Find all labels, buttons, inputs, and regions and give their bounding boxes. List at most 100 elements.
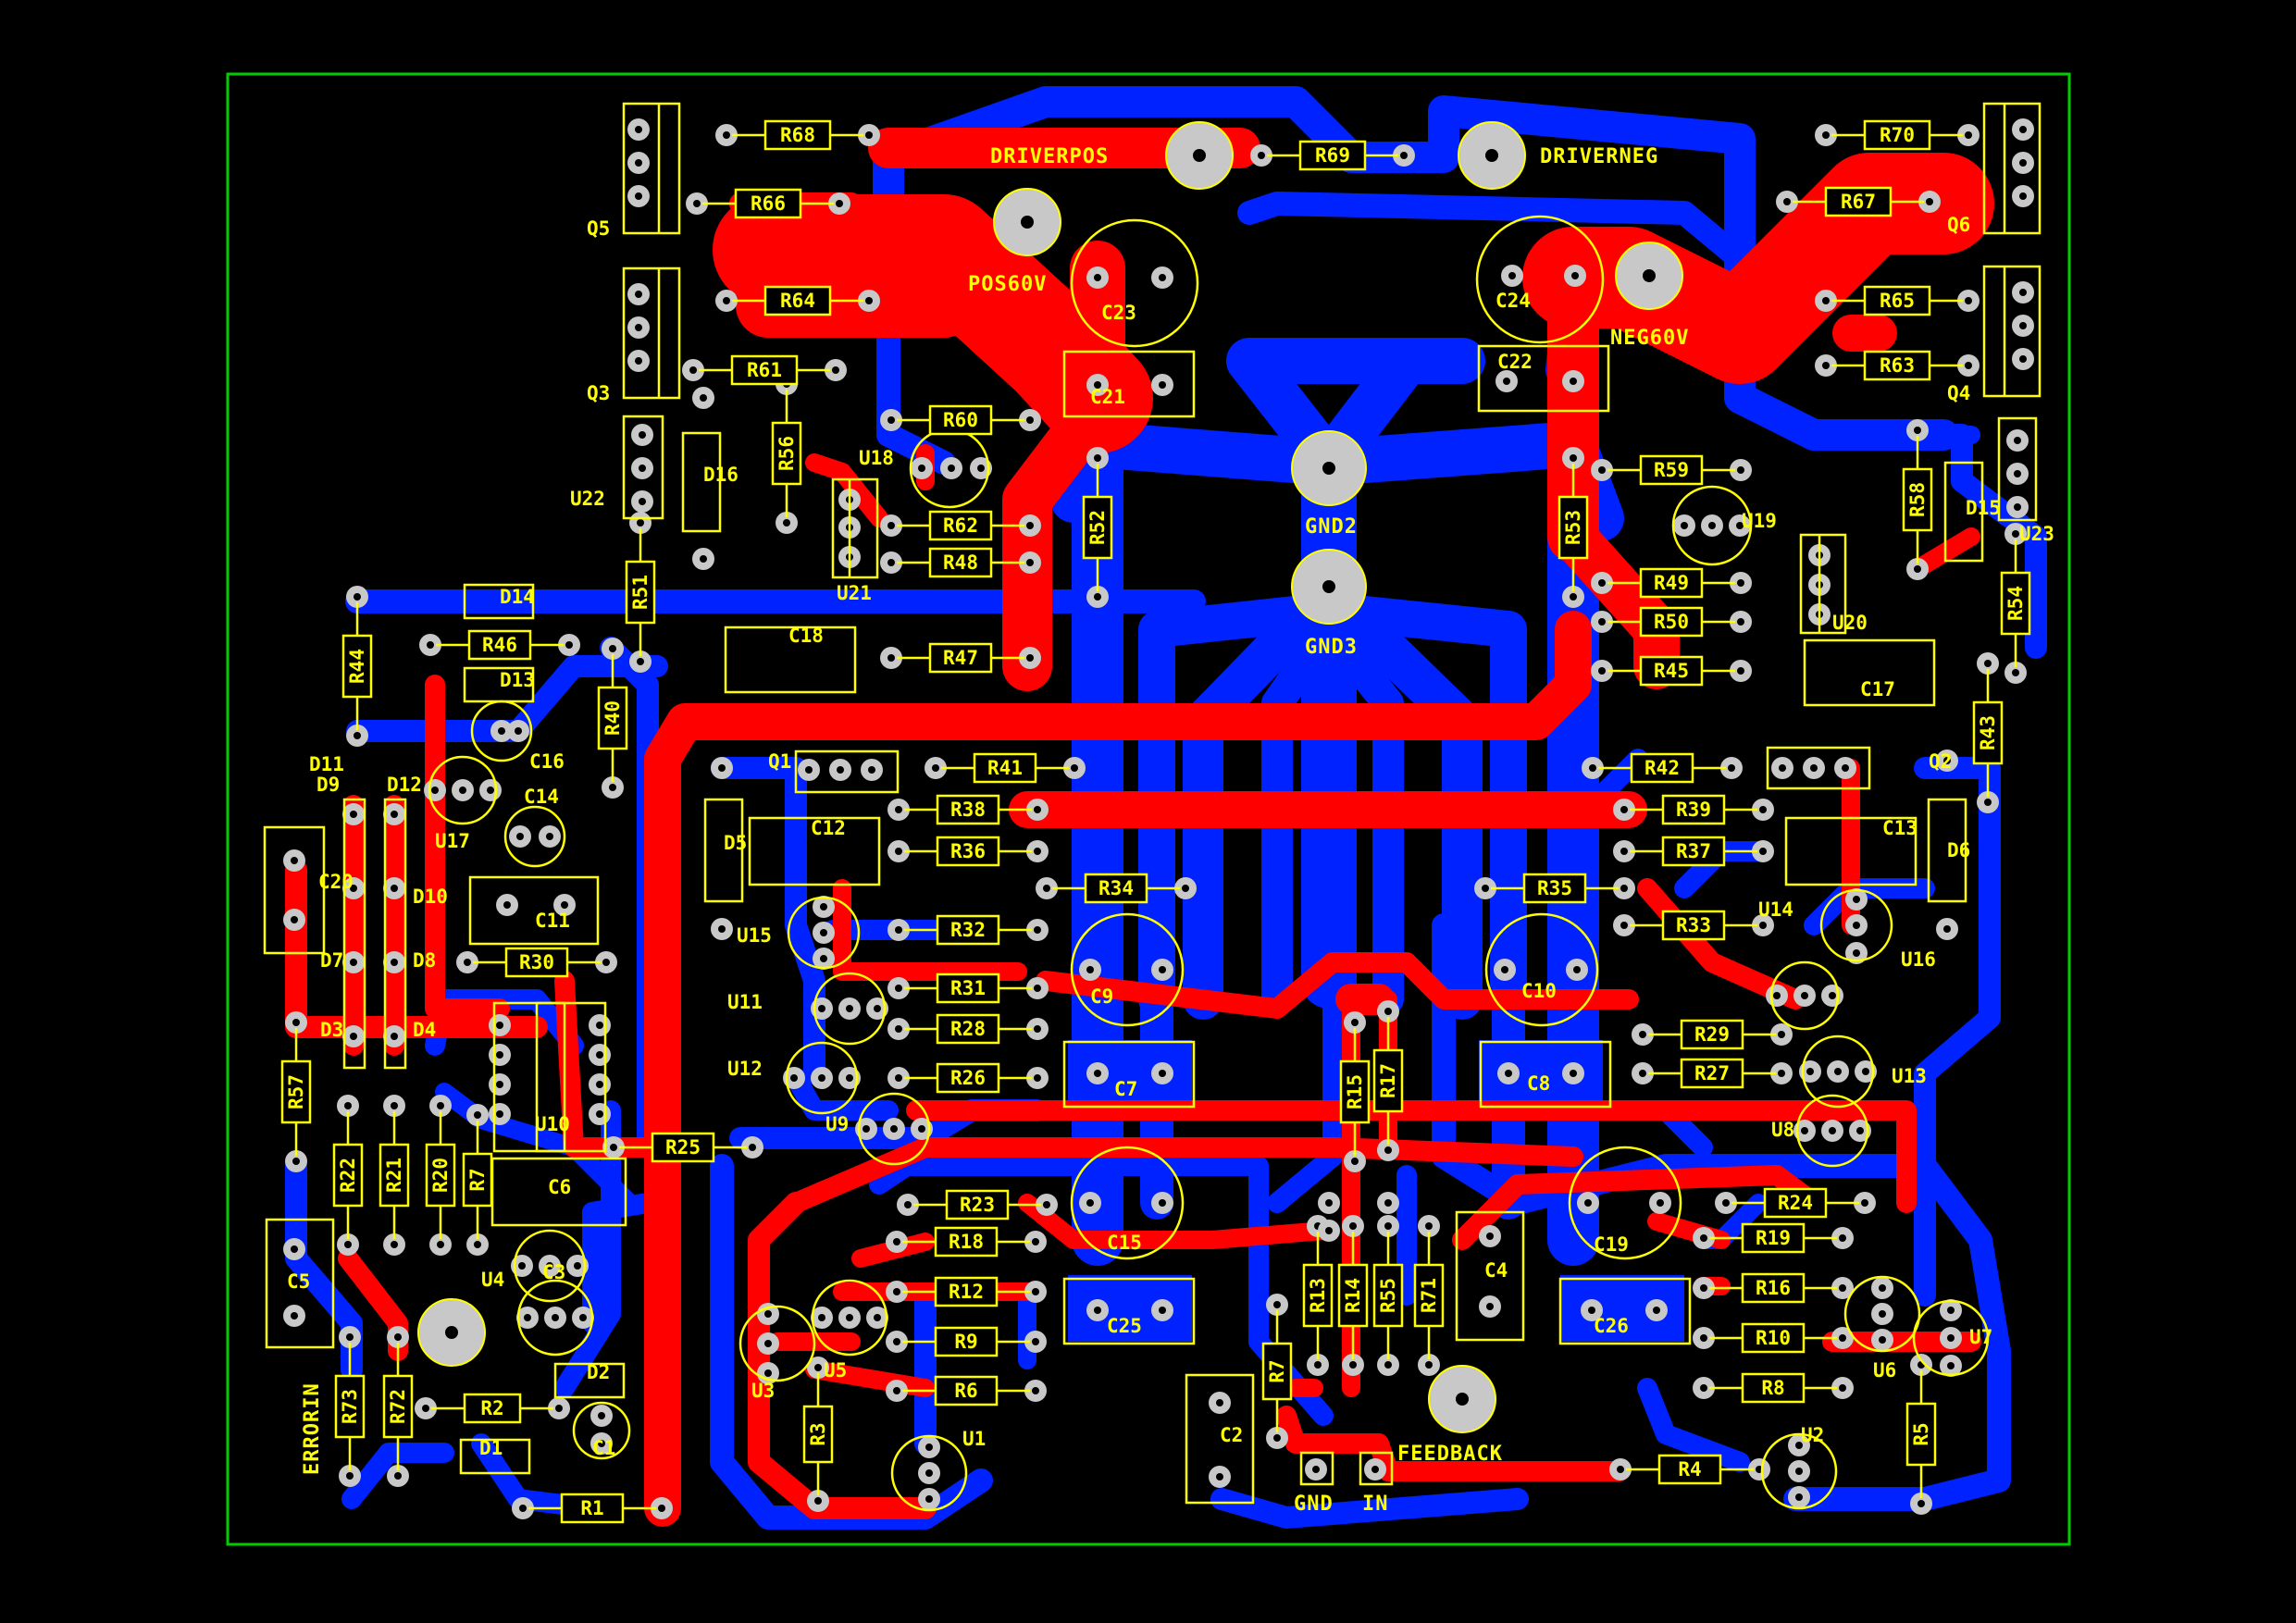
label-c15: C15 bbox=[1107, 1232, 1142, 1254]
pad-hole bbox=[658, 1505, 665, 1512]
pad-hole bbox=[1086, 1199, 1094, 1207]
resistor-r27: R27 bbox=[1648, 1058, 1776, 1089]
pad-hole bbox=[474, 1111, 481, 1119]
pad-hole bbox=[498, 727, 505, 735]
label-d4: D4 bbox=[413, 1019, 436, 1041]
resistor-label: R40 bbox=[602, 700, 624, 736]
label-u9: U9 bbox=[825, 1113, 849, 1135]
label-c2: C2 bbox=[1220, 1424, 1243, 1446]
label-d15: D15 bbox=[1966, 497, 2001, 519]
pad-hole bbox=[610, 1144, 617, 1151]
resistor-r4: R4 bbox=[1626, 1454, 1754, 1485]
label-c4: C4 bbox=[1484, 1259, 1508, 1282]
pad-hole bbox=[1351, 1019, 1359, 1026]
pad-hole bbox=[391, 1033, 398, 1040]
resistor-r46: R46 bbox=[436, 629, 564, 661]
pad-hole bbox=[1570, 454, 1577, 462]
resistor-label: R31 bbox=[950, 977, 986, 999]
pad-hole bbox=[394, 1472, 402, 1480]
resistor-label: R64 bbox=[780, 290, 815, 312]
resistor-r55: R55 bbox=[1372, 1232, 1404, 1359]
resistor-r30: R30 bbox=[473, 947, 601, 978]
pad-hole bbox=[918, 1125, 925, 1133]
resistor-label: R65 bbox=[1880, 290, 1915, 312]
pad-hole bbox=[1588, 1307, 1595, 1314]
pad-hole bbox=[635, 159, 642, 167]
resistor-r7: R7 bbox=[462, 1121, 493, 1239]
pad-hole bbox=[565, 641, 573, 649]
label-c17: C17 bbox=[1860, 678, 1895, 700]
pad-hole bbox=[893, 1338, 900, 1345]
resistor-label: R63 bbox=[1880, 354, 1915, 377]
resistor-r10: R10 bbox=[1709, 1322, 1837, 1354]
resistor-label: R41 bbox=[987, 757, 1023, 779]
pad-hole bbox=[865, 297, 873, 304]
resistor-label: R36 bbox=[950, 840, 986, 862]
pad-hole bbox=[1722, 1199, 1730, 1207]
label-u13: U13 bbox=[1892, 1065, 1927, 1087]
pad-hole bbox=[1094, 381, 1101, 389]
label-u19: U19 bbox=[1742, 510, 1777, 532]
resistor-label: R46 bbox=[482, 634, 517, 656]
resistor-label: R35 bbox=[1537, 877, 1572, 899]
pad-hole bbox=[1508, 272, 1516, 279]
label-c16: C16 bbox=[529, 750, 565, 773]
pad-hole bbox=[764, 1340, 772, 1347]
pad-hole bbox=[291, 857, 298, 864]
label-c22: C22 bbox=[1497, 351, 1533, 373]
label-c7: C7 bbox=[1114, 1078, 1137, 1100]
resistor-label: R22 bbox=[337, 1158, 359, 1193]
pad-hole bbox=[820, 903, 827, 911]
resistor-r42: R42 bbox=[1598, 752, 1726, 784]
label-c23: C23 bbox=[1101, 302, 1136, 324]
pad-hole bbox=[1759, 848, 1767, 855]
resistor-r24: R24 bbox=[1731, 1187, 1859, 1219]
pad-hole bbox=[887, 559, 895, 566]
resistor-label: R33 bbox=[1676, 914, 1711, 936]
resistor-label: R6 bbox=[954, 1380, 977, 1402]
pad-hole bbox=[346, 1333, 354, 1341]
pad-hole bbox=[820, 955, 827, 962]
pad-hole bbox=[925, 1469, 933, 1477]
label-c14: C14 bbox=[524, 786, 559, 808]
resistor-label: R71 bbox=[1418, 1278, 1440, 1313]
label-u11: U11 bbox=[727, 991, 763, 1013]
pad-hole bbox=[496, 1051, 503, 1059]
pad-hole bbox=[1617, 1466, 1624, 1473]
component-labels: Q5Q3Q6Q4U22U18U21U19U20U23C23C24C21C22C1… bbox=[287, 214, 2054, 1459]
label-u4: U4 bbox=[481, 1269, 504, 1291]
pad-hole bbox=[1737, 466, 1744, 474]
pad-hole bbox=[918, 465, 925, 472]
resistor-label: R1 bbox=[580, 1497, 603, 1519]
pad-hole bbox=[635, 291, 642, 298]
pad-hole bbox=[1943, 925, 1951, 933]
resistor-label: R19 bbox=[1756, 1227, 1791, 1249]
pad-hole bbox=[700, 394, 707, 402]
pad-hole bbox=[639, 431, 646, 439]
pad-hole bbox=[496, 1022, 503, 1029]
resistor-r28: R28 bbox=[904, 1013, 1032, 1045]
label-c20: C20 bbox=[318, 871, 354, 893]
pad-hole bbox=[1639, 1031, 1646, 1038]
resistor-r15: R15 bbox=[1339, 1028, 1371, 1156]
net-labels: DRIVERPOS DRIVERNEG POS60V NEG60V GND2 G… bbox=[301, 145, 1688, 1516]
pad-hole bbox=[291, 1245, 298, 1253]
resistor-label: R58 bbox=[1906, 482, 1929, 517]
pad-hole bbox=[893, 1238, 900, 1245]
resistor-r8: R8 bbox=[1709, 1372, 1837, 1404]
pad-hole bbox=[292, 1019, 300, 1026]
pad-hole bbox=[459, 787, 466, 794]
pad-hole bbox=[846, 1005, 853, 1012]
pad-hole bbox=[1778, 1070, 1785, 1077]
pad-hole bbox=[1384, 1222, 1392, 1230]
label-u15: U15 bbox=[737, 924, 772, 947]
resistor-label: R7 bbox=[466, 1168, 489, 1191]
label-d12: D12 bbox=[387, 774, 422, 796]
pad-hole bbox=[1071, 764, 1078, 772]
pad-hole bbox=[718, 764, 726, 772]
pads bbox=[283, 118, 2034, 1519]
pad-hole bbox=[895, 1025, 902, 1033]
pad-hole bbox=[893, 1387, 900, 1394]
gnd2-label: GND2 bbox=[1305, 515, 1358, 539]
label-c8: C8 bbox=[1527, 1072, 1550, 1095]
